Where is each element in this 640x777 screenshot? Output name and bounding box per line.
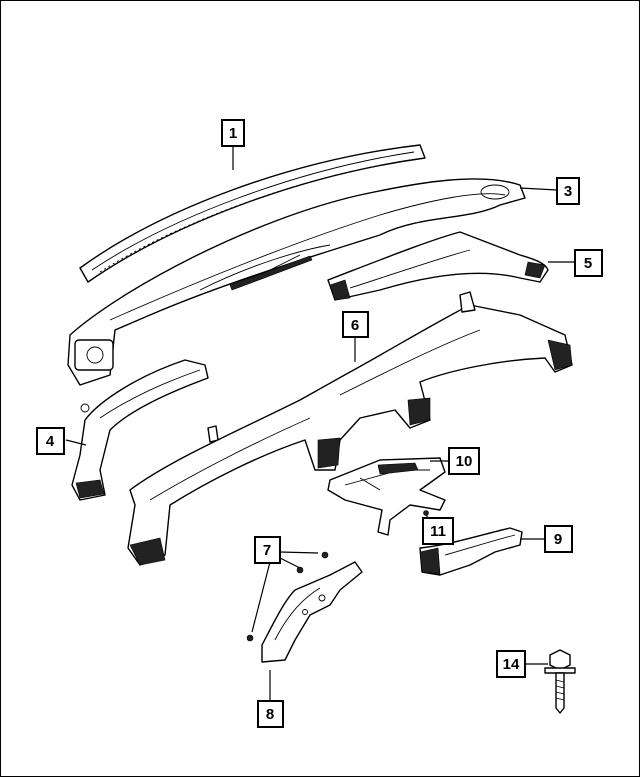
- callout-8: 8: [257, 700, 284, 728]
- callout-label: 10: [456, 453, 473, 470]
- callout-label: 6: [351, 317, 359, 334]
- leader-lines: [65, 146, 575, 701]
- left-side-duct-part: [71, 359, 209, 501]
- floor-duct-part: [419, 527, 523, 576]
- callout-10: 10: [448, 447, 480, 475]
- callout-label: 4: [46, 433, 55, 450]
- callout-label: 3: [564, 183, 572, 200]
- callout-label: 9: [554, 531, 562, 548]
- callout-label: 14: [503, 656, 520, 673]
- rear-floor-duct-part: [261, 561, 363, 663]
- callout-14: 14: [496, 650, 526, 678]
- right-side-duct-part: [327, 231, 549, 301]
- callout-4: 4: [36, 427, 65, 455]
- callout-7: 7: [254, 536, 281, 564]
- defroster-grille-part: [79, 144, 426, 283]
- callout-label: 1: [229, 125, 237, 142]
- callout-6: 6: [342, 311, 369, 338]
- callout-9: 9: [544, 525, 573, 553]
- defroster-duct-part: [67, 178, 526, 386]
- callout-5: 5: [574, 249, 603, 277]
- screw-parts: [246, 551, 329, 642]
- callout-label: 11: [430, 523, 446, 540]
- callout-1: 1: [221, 119, 245, 147]
- callout-label: 8: [266, 706, 274, 723]
- callout-label: 5: [584, 255, 592, 272]
- callout-3: 3: [556, 177, 580, 205]
- clip-part: [423, 510, 429, 516]
- callout-11: 11: [422, 517, 454, 545]
- main-distribution-duct-part: [127, 291, 573, 566]
- lower-duct-bracket-part: [327, 457, 446, 536]
- callout-label: 7: [263, 542, 271, 559]
- bolt-part: [544, 649, 576, 714]
